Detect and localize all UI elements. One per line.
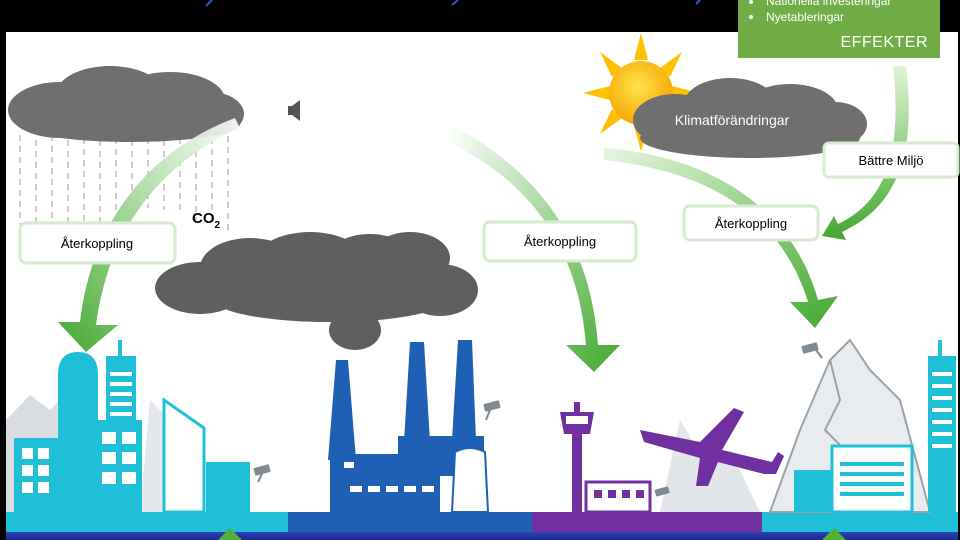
- feedback-arrow-left: [58, 118, 240, 352]
- camera-icon: [483, 400, 501, 421]
- effects-bullet-1: Nationella investeringar: [766, 0, 891, 8]
- up-arrow-left: [218, 528, 242, 540]
- camera-icon: [654, 486, 670, 497]
- right-city: [794, 340, 956, 514]
- effects-bullet-2: Nyetableringar: [766, 10, 844, 24]
- climate-change-label: Klimatförändringar: [675, 112, 790, 128]
- smoke-cloud-icon: [155, 232, 478, 350]
- effects-box: Nationella investeringar Nyetableringar …: [738, 0, 940, 58]
- effects-arrow: [822, 66, 909, 240]
- up-arrow-right: [822, 528, 846, 540]
- top-band-mark: [451, 0, 459, 6]
- better-environment-label: Bättre Miljö: [822, 141, 960, 179]
- camera-icon: [801, 342, 823, 359]
- rain-cloud-icon: [8, 66, 244, 245]
- feedback-label-right: Återkoppling: [682, 204, 820, 242]
- feedback-arrow-right: [604, 148, 838, 328]
- feedback-label-left: Återkoppling: [18, 221, 177, 265]
- speaker-icon[interactable]: [288, 100, 300, 121]
- effects-title: EFFEKTER: [840, 34, 928, 51]
- ground-band: [6, 512, 958, 540]
- svg-text:Återkoppling: Återkoppling: [524, 234, 596, 249]
- svg-text:Återkoppling: Återkoppling: [61, 236, 133, 251]
- airplane-icon: [640, 408, 784, 486]
- feedback-label-center: Återkoppling: [482, 220, 638, 263]
- svg-text:Återkoppling: Återkoppling: [715, 216, 787, 231]
- top-band-mark: [695, 0, 701, 5]
- camera-icon: [253, 464, 271, 483]
- factory: [328, 340, 490, 513]
- feedback-arrow-center: [448, 126, 620, 372]
- top-band-mark: [205, 0, 213, 7]
- climate-cloud-icon: Klimatförändringar: [633, 78, 867, 158]
- svg-text:Bättre Miljö: Bättre Miljö: [858, 153, 923, 168]
- left-city: [14, 340, 250, 514]
- co2-label: CO2: [192, 210, 221, 231]
